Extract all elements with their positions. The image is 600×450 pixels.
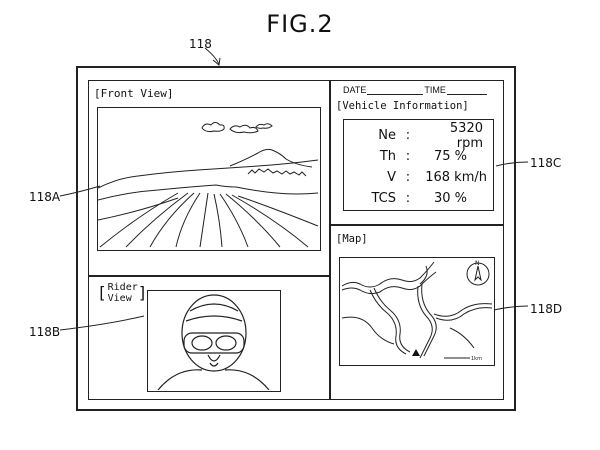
row-value: 168 km/h	[425, 170, 487, 185]
figure-title: FIG.2	[266, 10, 334, 38]
date-blank	[367, 94, 424, 95]
compass-letter: N	[475, 260, 480, 267]
ref-118a: 118A	[29, 190, 61, 204]
map-panel: [Map] N	[330, 225, 504, 400]
vehicle-info-row: Ne : 5320 rpm	[344, 121, 495, 151]
position-marker-icon	[412, 349, 420, 356]
compass-icon: N	[466, 260, 490, 286]
time-label: TIME	[424, 85, 446, 95]
front-view-image	[97, 107, 321, 251]
row-value: 30 %	[433, 191, 467, 206]
row-value: 75 %	[433, 149, 467, 164]
scale-bar: 1km	[444, 356, 482, 362]
front-view-panel: [Front View]	[88, 80, 330, 276]
rider-view-label-line1: Rider	[107, 282, 138, 293]
rider-view-label: [ Rider View ]	[97, 282, 148, 304]
vehicle-info-panel: DATE TIME [Vehicle Information] Ne : 532…	[330, 80, 504, 225]
row-colon: :	[405, 149, 411, 164]
rider-view-image	[147, 290, 281, 392]
vehicle-info-row: TCS : 30 %	[344, 188, 495, 209]
route-map-illustration: N 1km	[341, 260, 493, 362]
row-colon: :	[405, 191, 411, 206]
row-name: Th	[379, 149, 396, 164]
vehicle-info-label: [Vehicle Information]	[336, 100, 469, 112]
row-colon: :	[405, 128, 411, 143]
row-value: 5320 rpm	[449, 120, 483, 151]
rider-view-label-line2: View	[107, 293, 132, 304]
ref-118c: 118C	[530, 156, 562, 170]
road-landscape-illustration	[98, 122, 319, 248]
map-label: [Map]	[336, 233, 368, 245]
rider-helmet-illustration	[157, 294, 270, 391]
datetime-line: DATE TIME	[343, 85, 487, 95]
time-blank	[446, 94, 487, 95]
vehicle-info-row: Th : 75 %	[344, 146, 495, 167]
leader-118-arrowhead	[212, 57, 221, 66]
row-name: V	[387, 170, 396, 185]
row-name: Ne	[378, 128, 396, 143]
vehicle-info-rows: Ne : 5320 rpm Th : 75 % V : 168 km/h TCS…	[344, 121, 495, 209]
scale-text: 1km	[471, 356, 482, 362]
rider-view-panel: [ Rider View ]	[88, 276, 330, 400]
map-image: N 1km	[339, 257, 495, 366]
ref-118: 118	[189, 37, 212, 51]
row-colon: :	[405, 170, 411, 185]
vehicle-info-row: V : 168 km/h	[344, 167, 495, 188]
front-view-label: [Front View]	[94, 87, 174, 100]
ref-118d: 118D	[530, 302, 563, 316]
ref-118b: 118B	[29, 325, 61, 339]
date-label: DATE	[343, 85, 367, 95]
row-name: TCS	[371, 191, 396, 206]
vehicle-info-box: Ne : 5320 rpm Th : 75 % V : 168 km/h TCS…	[343, 119, 494, 211]
display-frame	[76, 66, 516, 411]
